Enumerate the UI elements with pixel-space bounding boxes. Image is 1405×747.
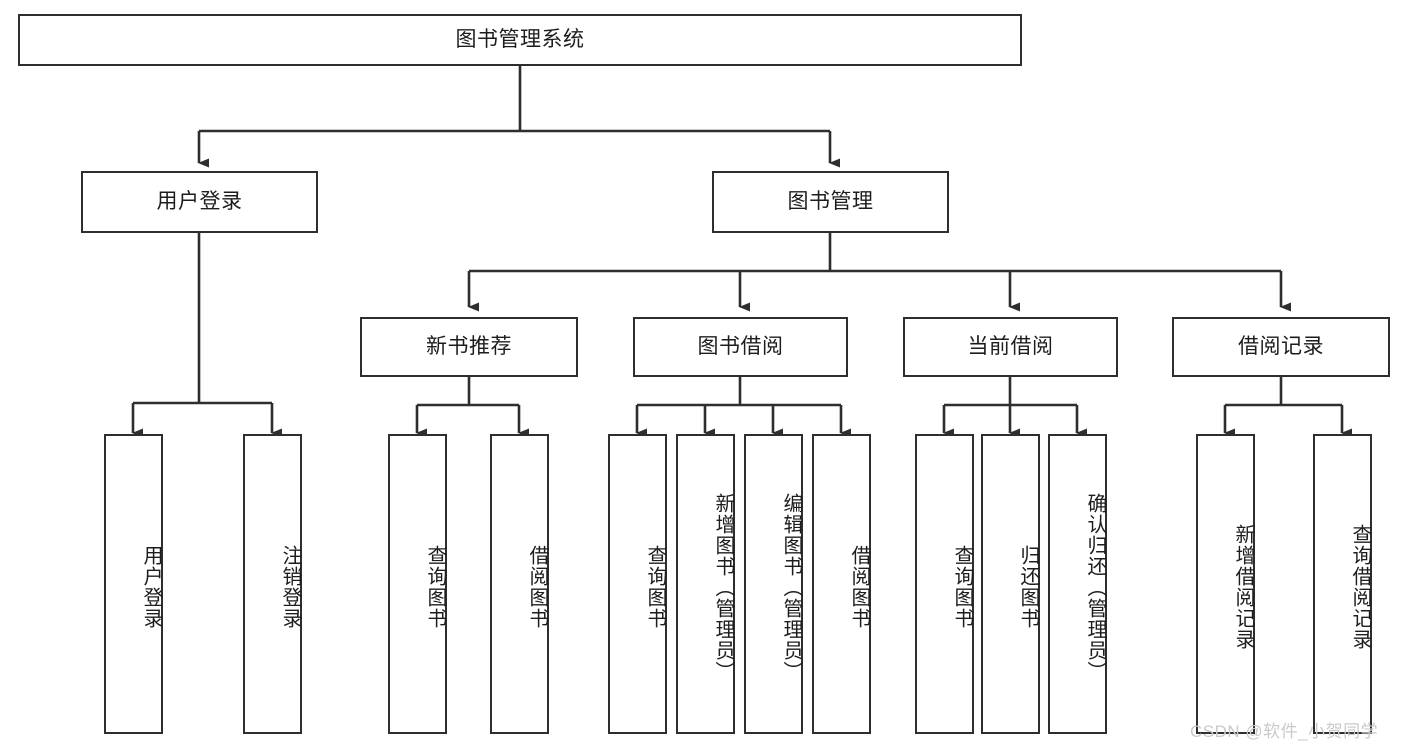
node-borrow-record[interactable]: 借阅记录	[1172, 317, 1390, 377]
leaf-borrow-book-recommend[interactable]: 借阅图书	[490, 434, 549, 734]
node-new-book-recommend[interactable]: 新书推荐	[360, 317, 578, 377]
watermark-csdn: CSDN @软件_小贺同学	[1190, 722, 1379, 741]
leaf-label: 新增图书（管理员）	[712, 492, 734, 682]
node-root-system[interactable]: 图书管理系统	[18, 14, 1022, 66]
node-book-borrow[interactable]: 图书借阅	[633, 317, 848, 377]
node-book-management[interactable]: 图书管理	[712, 171, 949, 233]
node-label: 图书管理	[787, 190, 874, 214]
leaf-label: 注销登录	[279, 545, 301, 629]
leaf-edit-book-admin[interactable]: 编辑图书（管理员）	[744, 434, 803, 734]
leaf-return-book[interactable]: 归还图书	[981, 434, 1040, 734]
leaf-label: 查询图书	[951, 545, 973, 629]
leaf-borrow-book[interactable]: 借阅图书	[812, 434, 871, 734]
leaf-add-book-admin[interactable]: 新增图书（管理员）	[676, 434, 735, 734]
leaf-add-borrow-record[interactable]: 新增借阅记录	[1196, 434, 1255, 734]
leaf-confirm-return-admin[interactable]: 确认归还（管理员）	[1048, 434, 1107, 734]
node-user-login[interactable]: 用户登录	[81, 171, 318, 233]
node-label: 图书管理系统	[455, 28, 585, 52]
leaf-label: 借阅图书	[848, 545, 870, 629]
leaf-label: 归还图书	[1017, 545, 1039, 629]
leaf-query-book-recommend[interactable]: 查询图书	[388, 434, 447, 734]
leaf-query-book-current[interactable]: 查询图书	[915, 434, 974, 734]
leaf-label: 编辑图书（管理员）	[780, 492, 802, 682]
node-label: 借阅记录	[1238, 335, 1324, 359]
leaf-label: 用户登录	[140, 545, 162, 629]
node-current-borrow[interactable]: 当前借阅	[903, 317, 1118, 377]
leaf-logout[interactable]: 注销登录	[243, 434, 302, 734]
leaf-query-book-borrow[interactable]: 查询图书	[608, 434, 667, 734]
node-label: 图书借阅	[697, 335, 784, 359]
node-label: 当前借阅	[967, 335, 1054, 359]
node-label: 新书推荐	[426, 335, 512, 359]
leaf-label: 新增借阅记录	[1232, 524, 1254, 650]
leaf-query-borrow-record[interactable]: 查询借阅记录	[1313, 434, 1372, 734]
leaf-label: 查询图书	[424, 545, 446, 629]
leaf-label: 查询图书	[644, 545, 666, 629]
leaf-user-login[interactable]: 用户登录	[104, 434, 163, 734]
node-label: 用户登录	[156, 190, 243, 214]
leaf-label: 确认归还（管理员）	[1084, 492, 1106, 682]
leaf-label: 查询借阅记录	[1349, 524, 1371, 650]
leaf-label: 借阅图书	[526, 545, 548, 629]
